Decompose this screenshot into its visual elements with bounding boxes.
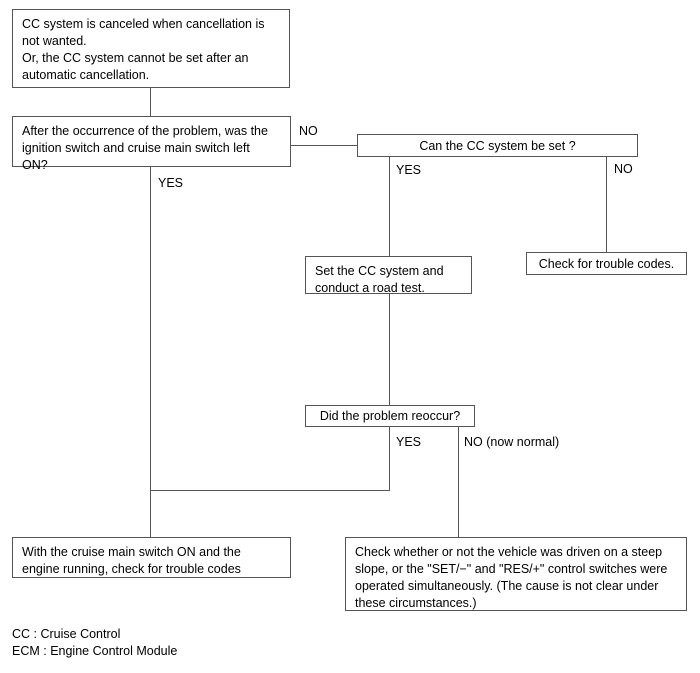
box-set-and-road-test: Set the CC system and conduct a road tes… [305, 256, 472, 295]
edge-label-reoccur-no: NO (now normal) [464, 435, 560, 449]
box-question-reoccur: Did the problem reoccur? [305, 405, 475, 427]
box-check-steep-slope: Check whether or not the vehicle was dri… [345, 537, 687, 611]
edge-label-reoccur-yes: YES [396, 435, 422, 449]
edge-label-canset-yes: YES [396, 163, 422, 177]
connector-ignition-yes-vertical [150, 167, 151, 537]
box-check-trouble-codes: Check for trouble codes. [526, 252, 687, 275]
box-cruise-main-switch-on: With the cruise main switch ON and the e… [12, 537, 291, 578]
box-question-ignition: After the occurrence of the problem, was… [12, 116, 291, 172]
box-question-can-set: Can the CC system be set ? [357, 134, 638, 157]
connector-canset-no-vertical [606, 157, 607, 252]
box-symptom: CC system is canceled when cancellation … [12, 9, 290, 88]
edge-label-canset-no: NO [614, 162, 633, 176]
connector-canset-yes-vertical [389, 157, 390, 256]
connector-roadtest-to-reoccur [389, 294, 390, 405]
edge-label-ignition-no: NO [299, 124, 318, 138]
connector-symptom-to-ignition [150, 88, 151, 116]
connector-reoccur-yes-vertical [389, 427, 390, 490]
edge-label-ignition-yes: YES [158, 176, 184, 190]
connector-reoccur-no-vertical [458, 427, 459, 537]
legend-abbreviations: CC : Cruise Control ECM : Engine Control… [12, 627, 178, 658]
connector-reoccur-yes-horizontal [150, 490, 390, 491]
connector-ignition-no-horizontal [291, 145, 357, 146]
